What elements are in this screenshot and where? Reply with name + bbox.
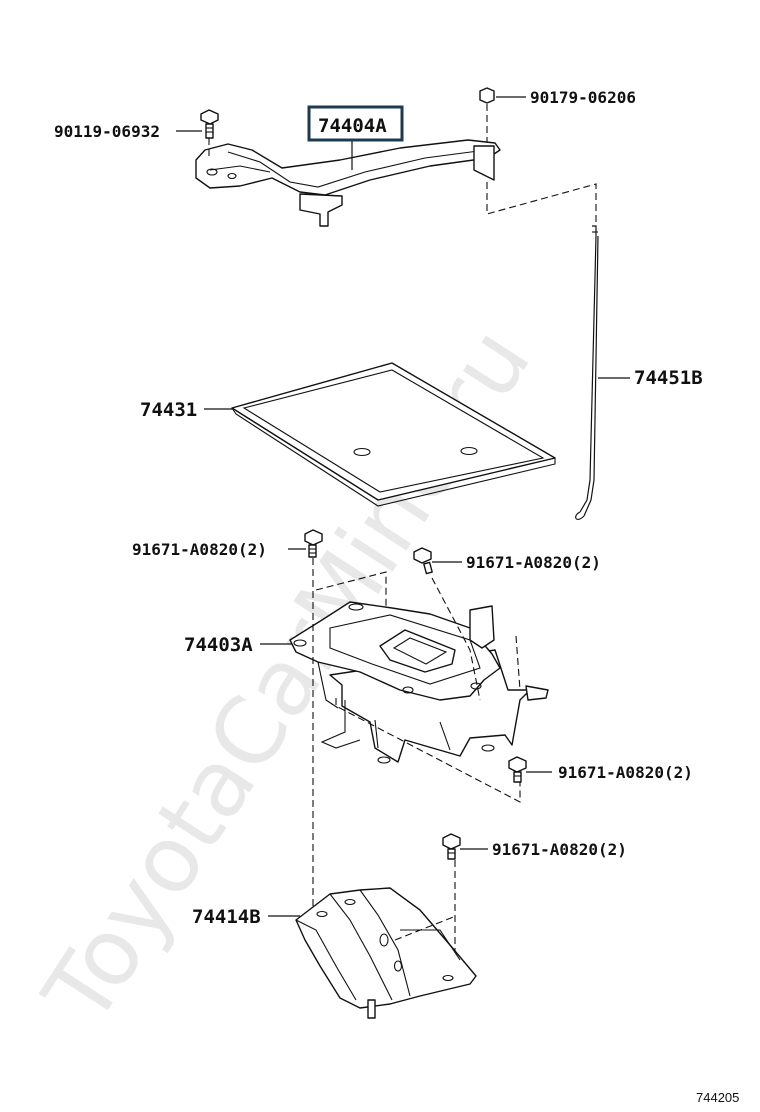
label-bracket: 74414B [192,906,261,928]
bolt-upper-right-guide [431,577,481,701]
hold-down-rod[interactable] [575,225,599,520]
label-clamp[interactable]: 74404A [318,115,387,137]
carrier-guide-b [515,635,521,691]
label-bolt-upper-left: 91671-A0820(2) [132,540,267,559]
nut-90179-06206[interactable] [479,87,495,142]
clamp-highlight-box [307,105,404,142]
bolt-90119-06932[interactable] [200,109,219,160]
label-bolt-top-left: 90119-06932 [54,122,160,141]
carrier-guide-c [335,698,521,803]
bolt-bottom[interactable] [442,833,461,860]
label-bolt-lower-right: 91671-A0820(2) [558,763,693,782]
label-carrier: 74403A [184,634,253,656]
label-nut-top-right: 90179-06206 [530,88,636,107]
battery-carrier[interactable] [289,601,549,764]
carrier-guide-a [315,571,387,608]
carrier-bracket[interactable] [295,887,477,1019]
battery-tray[interactable] [231,362,556,507]
battery-clamp[interactable] [195,139,501,227]
bolt-upper-right[interactable] [413,547,433,575]
bolt-upper-left[interactable] [304,529,323,558]
rod-path-dashed [486,182,597,226]
label-bolt-bottom: 91671-A0820(2) [492,840,627,859]
label-rod: 74451B [634,367,703,389]
label-bolt-upper-right: 91671-A0820(2) [466,553,601,572]
figure-number: 744205 [696,1090,739,1105]
label-tray: 74431 [140,399,197,421]
bolt-lower-right[interactable] [508,756,527,783]
